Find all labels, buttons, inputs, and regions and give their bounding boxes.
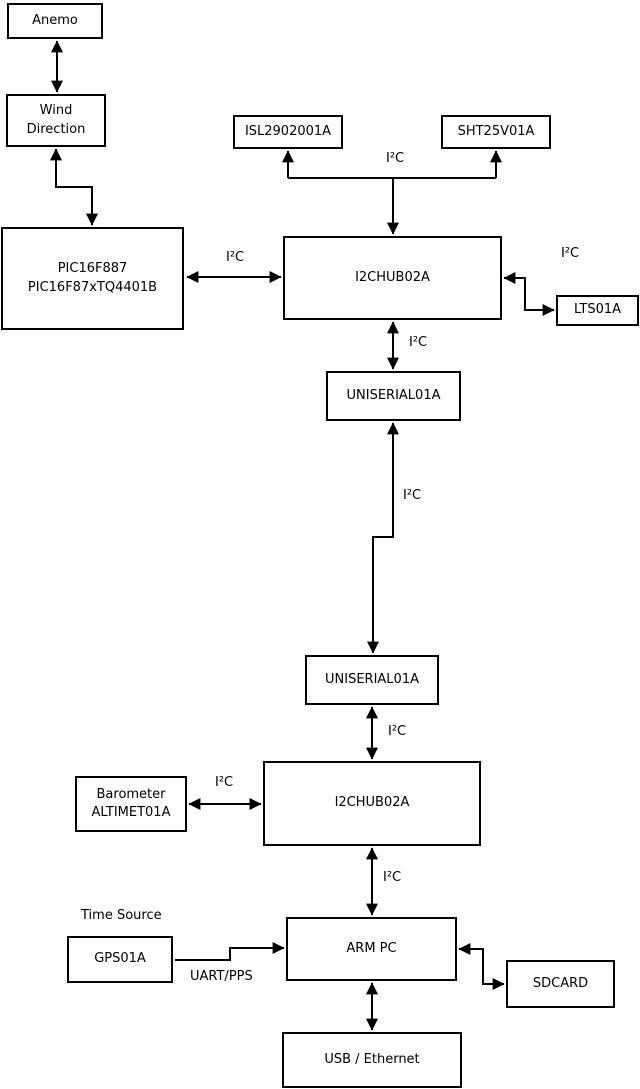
node-gps01a: GPS01A — [67, 936, 173, 983]
node-uniserial-bottom: UNISERIAL01A — [305, 655, 439, 705]
node-usb-ethernet-label: USB / Ethernet — [324, 1051, 420, 1067]
node-anemo-label: Anemo — [32, 12, 78, 28]
node-uniserial-bottom-label: UNISERIAL01A — [325, 671, 419, 687]
node-sdcard-label: SDCARD — [532, 975, 589, 991]
node-usb-ethernet: USB / Ethernet — [282, 1032, 462, 1088]
edge-label-i2c-lts: I²C — [561, 246, 580, 261]
node-i2chub-bottom: I2CHUB02A — [263, 761, 481, 846]
edge-label-i2c-pic-hub: I²C — [226, 250, 245, 265]
node-i2chub-top-label: I2CHUB02A — [355, 269, 430, 285]
node-arm-pc-label: ARM PC — [346, 940, 397, 956]
node-arm-pc: ARM PC — [286, 917, 457, 981]
node-sht25v01a: SHT25V01A — [441, 115, 551, 149]
edge-label-i2c-hub-uniserial: I²C — [409, 335, 428, 350]
edge-uniserial-link — [367, 422, 399, 654]
edge-i2chub-top-lts — [503, 272, 555, 316]
edge-label-uart-pps: UART/PPS — [190, 969, 253, 984]
edge-armpc-sdcard — [458, 943, 505, 990]
node-pic-label: PIC16F887 PIC16F87xTQ4401B — [27, 261, 158, 295]
node-i2chub-bottom-label: I2CHUB02A — [334, 795, 410, 811]
node-gps01a-label: GPS01A — [94, 951, 146, 967]
edge-label-i2c-sensors: I²C — [386, 151, 405, 166]
node-barometer-label: Barometer ALTIMET01A — [91, 786, 171, 820]
node-i2chub-top: I2CHUB02A — [283, 236, 502, 320]
edge-label-i2c-uniserial-hub: I²C — [388, 724, 407, 739]
node-lts01a-label: LTS01A — [573, 302, 622, 318]
node-anemo: Anemo — [7, 3, 103, 39]
edge-label-i2c-barometer: I²C — [215, 775, 234, 790]
node-isl2902001a-label: ISL2902001A — [244, 123, 332, 139]
edge-gps-armpc — [175, 942, 285, 961]
label-time-source: Time Source — [81, 908, 162, 923]
node-sht25v01a-label: SHT25V01A — [457, 123, 535, 139]
node-wind-direction: Wind Direction — [6, 94, 106, 147]
node-uniserial-top-label: UNISERIAL01A — [346, 387, 441, 403]
node-uniserial-top: UNISERIAL01A — [326, 371, 461, 421]
edge-label-i2c-link: I²C — [403, 488, 422, 503]
node-sdcard: SDCARD — [506, 960, 615, 1008]
edge-label-i2c-hub-arm: I²C — [383, 870, 402, 885]
node-wind-direction-label: Wind Direction — [26, 103, 86, 137]
node-pic: PIC16F887 PIC16F87xTQ4401B — [1, 227, 184, 330]
node-lts01a: LTS01A — [556, 295, 639, 326]
node-barometer: Barometer ALTIMET01A — [75, 776, 187, 832]
node-isl2902001a: ISL2902001A — [233, 115, 343, 149]
edge-wind-pic — [50, 148, 98, 226]
